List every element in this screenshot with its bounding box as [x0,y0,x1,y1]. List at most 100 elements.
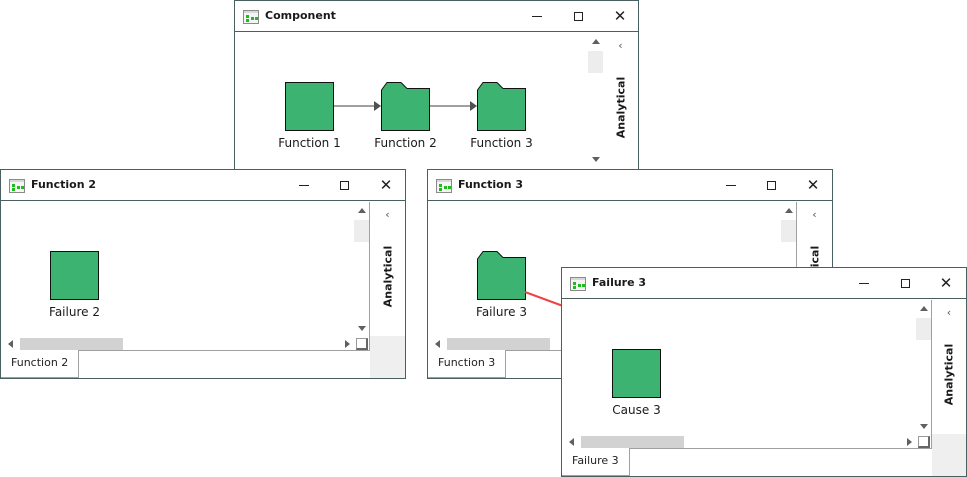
close-icon: ✕ [613,6,627,25]
scroll-down-icon[interactable] [358,326,366,331]
scroll-thumb[interactable] [447,338,550,350]
node-function-3[interactable]: Function 3 [470,82,533,150]
close-button[interactable]: ✕ [605,5,635,27]
maximize-button[interactable] [890,272,920,294]
window-title: Failure 3 [592,276,647,289]
scroll-up-icon[interactable] [785,208,793,213]
maximize-button[interactable] [756,174,786,196]
node-failure-2[interactable]: Failure 2 [49,251,100,319]
scroll-thumb[interactable] [781,220,796,242]
maximize-icon [766,180,776,190]
rectangle-node-icon [612,349,661,398]
scroll-thumb[interactable] [588,51,603,73]
vertical-scrollbar[interactable] [354,202,369,337]
minimize-button[interactable] [849,272,879,294]
chevron-left-icon[interactable]: ‹ [618,39,623,52]
side-panel-footer [370,336,405,378]
minimize-button[interactable] [716,174,746,196]
node-function-2[interactable]: Function 2 [374,82,437,150]
maximize-icon [573,11,583,21]
scroll-thumb[interactable] [354,220,369,242]
rectangle-node-icon [50,251,99,300]
scroll-thumb[interactable] [916,318,931,340]
minimize-icon [299,184,309,186]
tab-failure-3[interactable]: Failure 3 [562,448,630,476]
scroll-thumb[interactable] [581,436,684,448]
close-icon: ✕ [939,273,953,292]
folder-node-icon [477,82,526,131]
diagram-canvas[interactable]: Cause 3 [562,300,932,449]
vertical-scrollbar[interactable] [916,300,931,435]
scroll-corner [356,338,368,350]
tab-function-2[interactable]: Function 2 [1,350,80,378]
folder-node-icon [477,251,526,300]
analytical-side-panel: ‹ Analytical [370,202,405,378]
window-title: Function 3 [458,178,524,191]
node-function-1[interactable]: Function 1 [278,82,341,150]
window-title: Function 2 [31,178,97,191]
vertical-scrollbar[interactable] [588,33,603,180]
maximize-icon [900,278,910,288]
arrowhead-icon [470,101,477,111]
scroll-right-icon[interactable] [345,340,350,348]
analytical-side-panel: ‹ Analytical [603,33,638,180]
horizontal-scrollbar[interactable] [562,435,918,449]
chevron-left-icon[interactable]: ‹ [812,208,817,221]
node-label: Failure 3 [476,305,527,319]
node-label: Function 1 [278,136,341,150]
titlebar[interactable]: Component ✕ [235,1,638,32]
scroll-up-icon[interactable] [358,208,366,213]
window-title: Component [265,9,336,22]
node-cause-3[interactable]: Cause 3 [612,349,661,417]
chevron-left-icon[interactable]: ‹ [385,208,390,221]
diagram-app-icon [570,277,586,291]
node-label: Function 3 [470,136,533,150]
folder-node-icon [381,82,430,131]
titlebar[interactable]: Failure 3 ✕ [562,268,966,299]
tab-strip: Failure 3 [562,448,932,476]
analytical-tab[interactable]: Analytical [942,343,956,406]
scroll-left-icon[interactable] [8,340,13,348]
window-failure-3: Failure 3 ✕ Cause 3 Failure 3 ‹ Analytic… [561,267,967,477]
close-button[interactable]: ✕ [371,174,401,196]
diagram-canvas[interactable]: Failure 2 [1,202,370,351]
diagram-app-icon [9,179,25,193]
minimize-button[interactable] [522,5,552,27]
scroll-left-icon[interactable] [569,438,574,446]
minimize-button[interactable] [289,174,319,196]
scroll-up-icon[interactable] [592,39,600,44]
tab-strip: Function 2 [1,350,370,378]
close-button[interactable]: ✕ [931,272,961,294]
scroll-corner [918,436,930,448]
close-button[interactable]: ✕ [798,174,828,196]
arrowhead-icon [374,101,381,111]
node-failure-3[interactable]: Failure 3 [476,251,527,319]
scroll-right-icon[interactable] [907,438,912,446]
scroll-left-icon[interactable] [435,340,440,348]
node-label: Failure 2 [49,305,100,319]
analytical-tab[interactable]: Analytical [381,245,394,308]
maximize-icon [339,180,349,190]
scroll-up-icon[interactable] [920,306,928,311]
maximize-button[interactable] [563,5,593,27]
window-component: Component ✕ Function 1 Function 2 Functi… [234,0,639,180]
titlebar[interactable]: Function 2 ✕ [1,170,405,201]
chevron-left-icon[interactable]: ‹ [946,306,952,319]
diagram-app-icon [436,179,452,193]
side-panel-footer [932,434,966,476]
analytical-tab[interactable]: Analytical [614,76,627,139]
node-label: Function 2 [374,136,437,150]
minimize-icon [859,282,869,284]
scroll-thumb[interactable] [20,338,123,350]
scroll-down-icon[interactable] [920,424,928,429]
node-label: Cause 3 [612,403,661,417]
diagram-canvas[interactable]: Function 1 Function 2 Function 3 [235,33,604,180]
diagram-app-icon [243,10,259,24]
tab-function-3[interactable]: Function 3 [428,350,507,378]
horizontal-scrollbar[interactable] [1,337,356,351]
titlebar[interactable]: Function 3 ✕ [428,170,832,201]
maximize-button[interactable] [329,174,359,196]
scroll-down-icon[interactable] [592,157,600,162]
minimize-icon [726,184,736,186]
close-icon: ✕ [806,175,820,194]
